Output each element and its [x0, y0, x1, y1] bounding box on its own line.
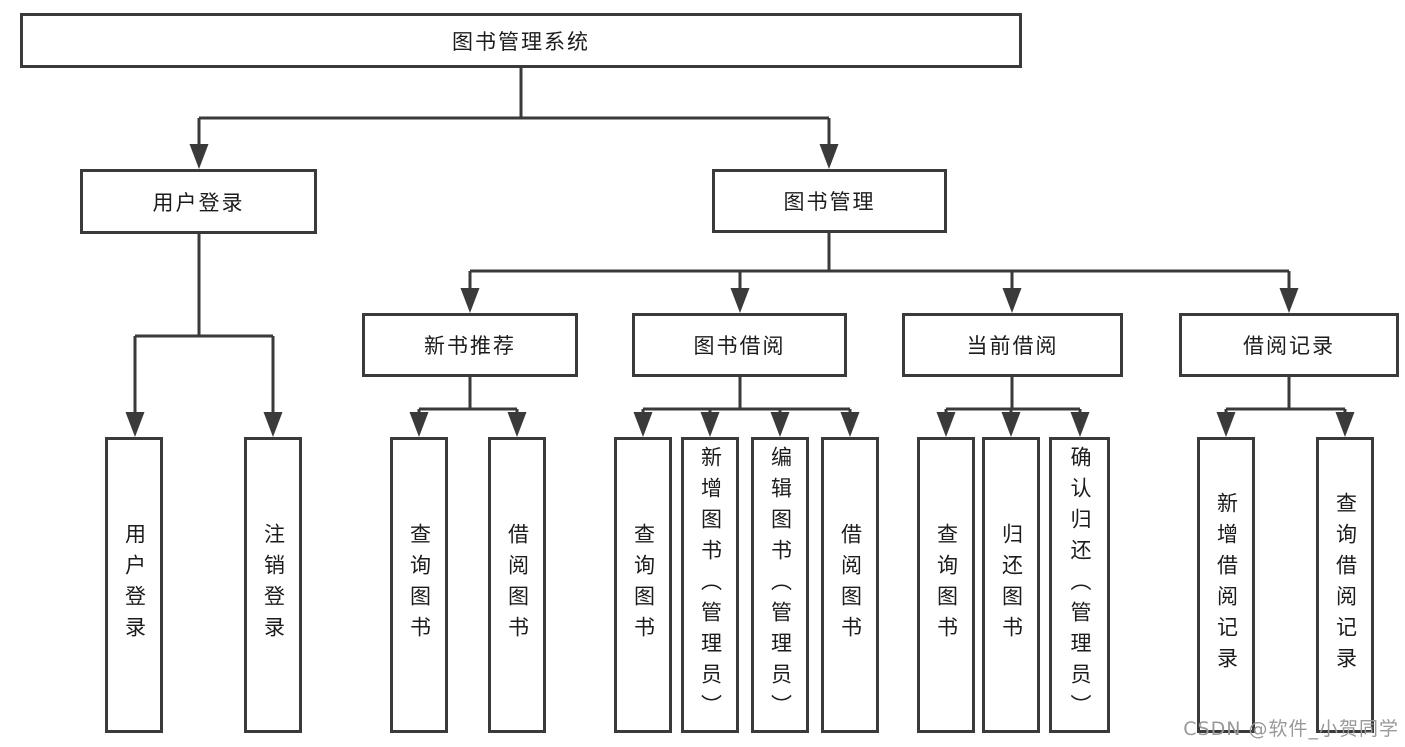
- node-borrow-records: 借阅记录: [1179, 313, 1399, 377]
- leaf-logout: 注销登录: [244, 437, 302, 733]
- connector-newbook: [409, 377, 527, 437]
- connector-login: [125, 234, 283, 437]
- connector-borrow: [633, 377, 860, 437]
- leaf-query-borrow-record: 查询借阅记录: [1316, 437, 1374, 733]
- leaf-confirm-return-admin: 确认归还（管理员）: [1049, 437, 1110, 733]
- arrowhead: [460, 288, 480, 313]
- leaf-return-books: 归还图书: [982, 437, 1040, 733]
- node-library-management-system: 图书管理系统: [20, 13, 1022, 68]
- connector-records: [1216, 377, 1355, 437]
- leaf-add-borrow-record: 新增借阅记录: [1197, 437, 1255, 733]
- leaf-add-books-admin: 新增图书（管理员）: [681, 437, 739, 733]
- arrowhead: [409, 412, 429, 437]
- arrowhead: [819, 144, 839, 169]
- arrowhead: [1070, 412, 1090, 437]
- node-user-login: 用户登录: [80, 169, 317, 234]
- arrowhead: [1335, 412, 1355, 437]
- arrowhead: [633, 412, 653, 437]
- arrowhead: [700, 412, 720, 437]
- arrowhead: [125, 412, 145, 437]
- node-current-borrow: 当前借阅: [902, 313, 1123, 377]
- node-book-borrow: 图书借阅: [632, 313, 847, 377]
- csdn-watermark: CSDN @软件_小贺同学: [1183, 718, 1399, 740]
- arrowhead: [1216, 412, 1236, 437]
- leaf-query-books: 查询图书: [390, 437, 448, 733]
- arrowhead: [1279, 288, 1299, 313]
- node-new-book-recommend: 新书推荐: [362, 313, 578, 377]
- connector-mgmt: [460, 233, 1299, 313]
- leaf-borrow-books: 借阅图书: [488, 437, 546, 733]
- arrowhead: [770, 412, 790, 437]
- leaf-borrow-books: 借阅图书: [821, 437, 879, 733]
- leaf-query-books: 查询图书: [917, 437, 975, 733]
- arrowhead: [263, 412, 283, 437]
- arrowhead: [840, 412, 860, 437]
- arrowhead: [507, 412, 527, 437]
- arrowhead: [1002, 288, 1022, 313]
- leaf-query-books: 查询图书: [614, 437, 672, 733]
- arrowhead: [936, 412, 956, 437]
- leaf-user-login: 用户登录: [105, 437, 163, 733]
- connector-root: [189, 68, 839, 169]
- arrowhead: [1001, 412, 1021, 437]
- leaf-edit-books-admin: 编辑图书（管理员）: [751, 437, 809, 733]
- connector-current: [936, 377, 1090, 437]
- node-book-management: 图书管理: [712, 169, 947, 233]
- arrowhead: [189, 144, 209, 169]
- arrowhead: [730, 288, 750, 313]
